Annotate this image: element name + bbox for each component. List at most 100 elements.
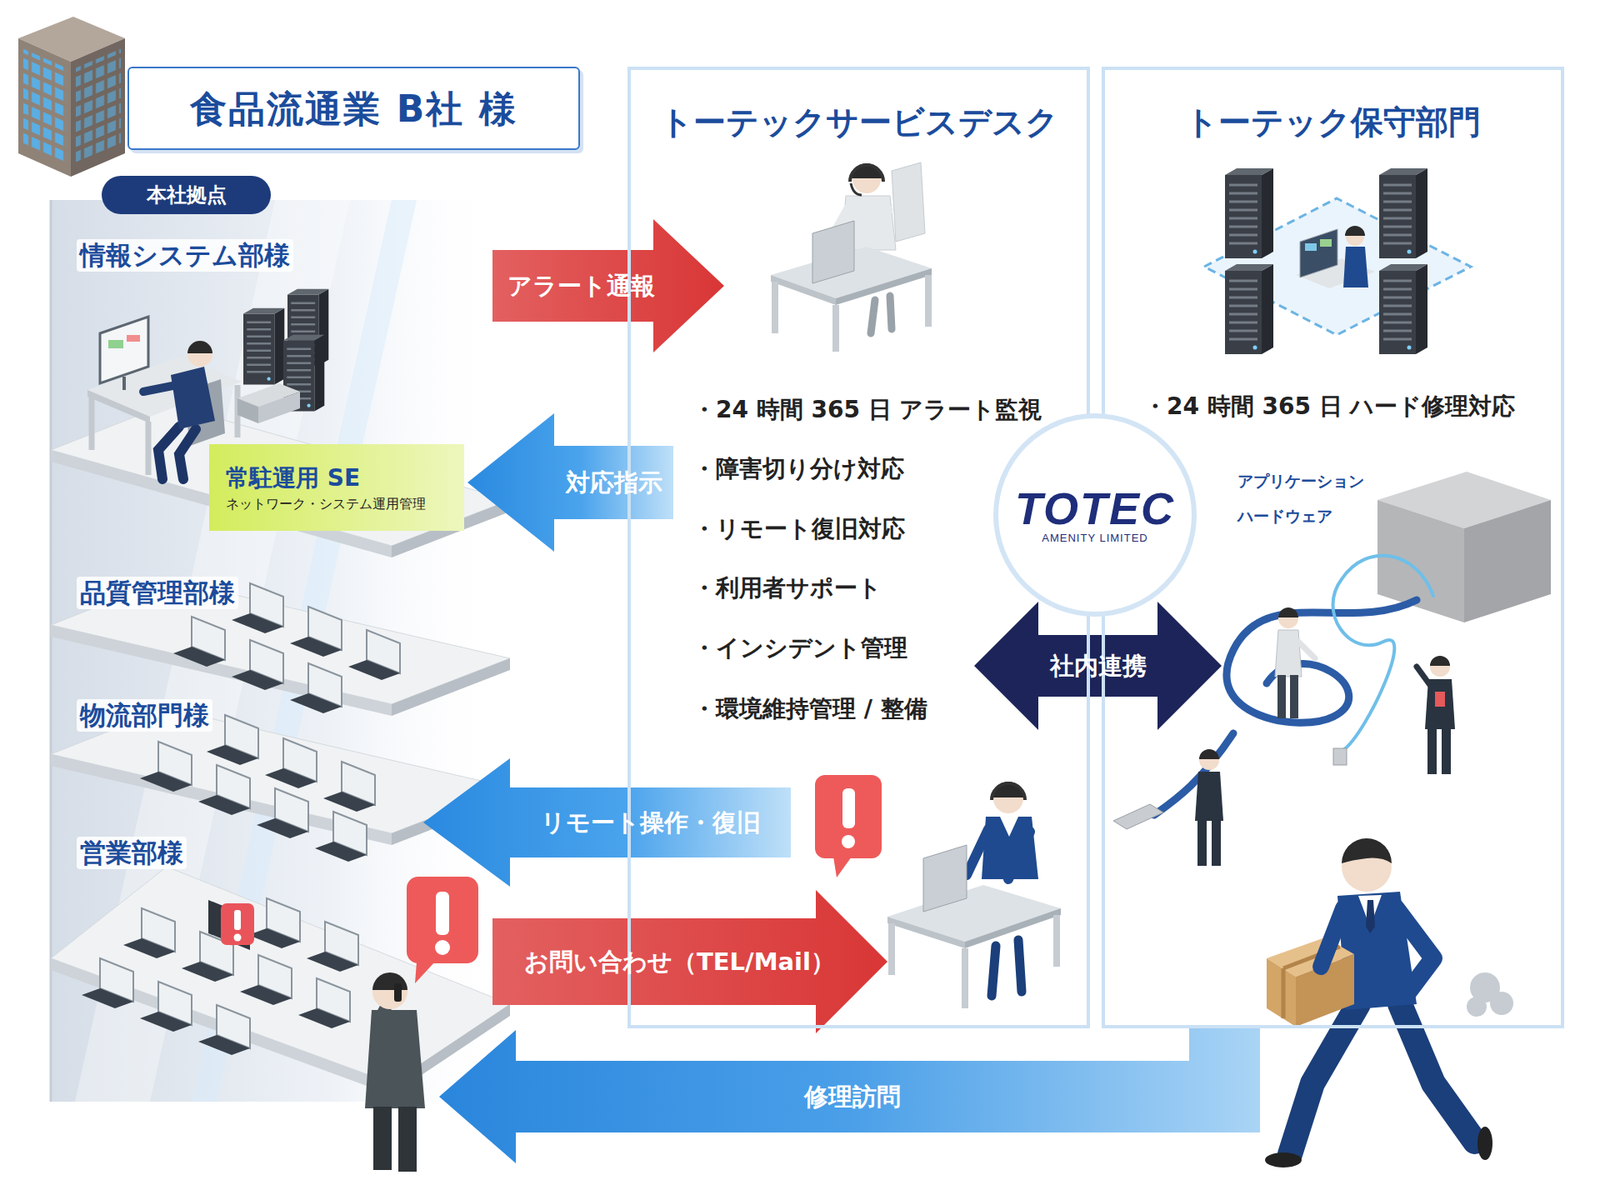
service-desk-agent-top-part	[891, 162, 925, 242]
laptops	[81, 583, 400, 1055]
server-room-part	[1300, 229, 1338, 278]
service-desk-agent-top-part	[775, 275, 929, 352]
edge-label-holder: アラート通報	[507, 270, 655, 301]
block-arrow	[423, 758, 791, 887]
label-holder: アプリケーション	[1237, 471, 1365, 492]
item-text: ・環境維持管理 / 整備	[692, 694, 928, 724]
floor-area: 品質管理部様	[50, 566, 510, 692]
text-holder: ・環境維持管理 / 整備	[692, 694, 928, 724]
service-desk-agent-top-part	[812, 220, 855, 284]
technicians-part	[1416, 666, 1430, 685]
head-text: トーテック保守部門	[1185, 102, 1481, 144]
cables-part	[1226, 600, 1417, 723]
item-text: ・インシデント管理	[692, 633, 908, 663]
it-office-part	[187, 341, 213, 367]
caller-person-part	[398, 1106, 417, 1172]
small-text: ハードウェア	[1237, 506, 1333, 527]
technicians-part	[1277, 675, 1286, 719]
item-text: ・障害切り分け対応	[692, 454, 905, 484]
server-room-part	[1225, 168, 1274, 259]
laptops-part	[206, 715, 259, 765]
text-holder: トーテックサービスデスク	[630, 102, 1087, 144]
building-body	[50, 200, 518, 1102]
caller-person-part	[394, 983, 402, 1002]
technicians-part	[1290, 675, 1299, 719]
it-office-part	[126, 335, 140, 342]
laptops-part	[290, 663, 342, 714]
building-body-part	[50, 200, 518, 1102]
block-arrow	[467, 413, 674, 552]
laptops-part	[81, 958, 134, 1009]
text-holder: ・障害切り分け対応	[692, 454, 905, 484]
text-holder: 品質管理部様	[76, 576, 239, 610]
pill-text: 本社拠点	[146, 182, 227, 208]
block-arrow	[492, 219, 725, 353]
technicians-part	[1197, 819, 1207, 866]
it-office-part	[108, 340, 124, 349]
floor-area: 物流部門様	[50, 693, 510, 827]
edge-text: リモート操作・復旧	[540, 807, 761, 838]
it-office-part	[143, 385, 177, 392]
hardware-box-part	[1464, 500, 1551, 623]
it-office-part	[243, 308, 285, 385]
server-room-part	[1225, 264, 1274, 355]
laptops-part	[140, 981, 192, 1032]
service-desk-agent-bottom-part	[966, 829, 1030, 880]
text-holder: ・インシデント管理	[692, 633, 908, 663]
service-desk-agent-bottom-part	[965, 908, 1061, 949]
text-holder: 営業部様	[76, 836, 187, 870]
service-desk-agent-bottom-part	[815, 775, 882, 859]
laptops-part	[256, 788, 309, 839]
building-icon-part	[18, 38, 71, 177]
laptops-part	[198, 765, 250, 815]
logosub-text: AMENITY LIMITED	[1041, 531, 1148, 545]
edge-label-holder: 対応指示	[565, 467, 663, 498]
laptops-part	[234, 934, 242, 942]
it-office-part	[158, 426, 196, 480]
floor-text: 物流部門様	[76, 699, 213, 732]
laptops-part	[173, 616, 225, 667]
running-engineer	[1265, 838, 1514, 1168]
running-engineer-part	[1477, 1126, 1493, 1160]
caller-person-part	[415, 961, 435, 984]
se-box: 常駐運用 SEネットワーク・システム運用管理	[209, 444, 465, 531]
it-office-part	[122, 376, 126, 390]
service-desk-agent-bottom-part	[842, 788, 855, 829]
caller-person-part	[372, 972, 408, 990]
item-text: ・利用者サポート	[692, 573, 882, 603]
text-holder: 情報システム部様	[76, 239, 294, 272]
building-icon-part	[23, 49, 67, 167]
technicians-part	[1435, 691, 1445, 707]
laptops-part	[290, 606, 342, 657]
service-desk-agent-bottom-part	[833, 856, 852, 878]
service-desk-agent-top-part	[850, 165, 884, 182]
cables-part	[1333, 748, 1347, 765]
block-arrow	[439, 1028, 1260, 1164]
laptops-part	[220, 903, 255, 945]
caller-person-part	[365, 1010, 425, 1109]
building-icon-part-part	[23, 49, 67, 167]
server-room-part	[1320, 239, 1332, 247]
service-desk-agent-bottom-part	[887, 885, 1061, 942]
technicians-part	[1298, 641, 1315, 659]
service-desk-agent-top-part	[835, 268, 932, 305]
service-desk-agent-top-part	[850, 183, 862, 195]
technicians-part	[1199, 750, 1220, 770]
caller-person-part	[435, 940, 450, 955]
it-office-part	[237, 398, 259, 424]
text-holder: ・24 時間 365 日 ハード修理対応	[1143, 391, 1515, 421]
hardware-box-part	[1377, 500, 1465, 623]
floor-area: 営業部様	[50, 828, 510, 1079]
server-room-part	[1343, 246, 1369, 288]
laptops-part	[265, 738, 317, 789]
laptops-part	[198, 1005, 250, 1055]
laptops-part	[140, 741, 192, 792]
head-text: トーテックサービスデスク	[660, 102, 1059, 144]
running-engineer-part	[1365, 900, 1375, 934]
item-text: ・24 時間 365 日 ハード修理対応	[1143, 391, 1515, 421]
technicians-part	[1195, 771, 1224, 821]
site-pill: 本社拠点	[101, 175, 271, 215]
logo-text: TOTEC	[1015, 485, 1175, 533]
